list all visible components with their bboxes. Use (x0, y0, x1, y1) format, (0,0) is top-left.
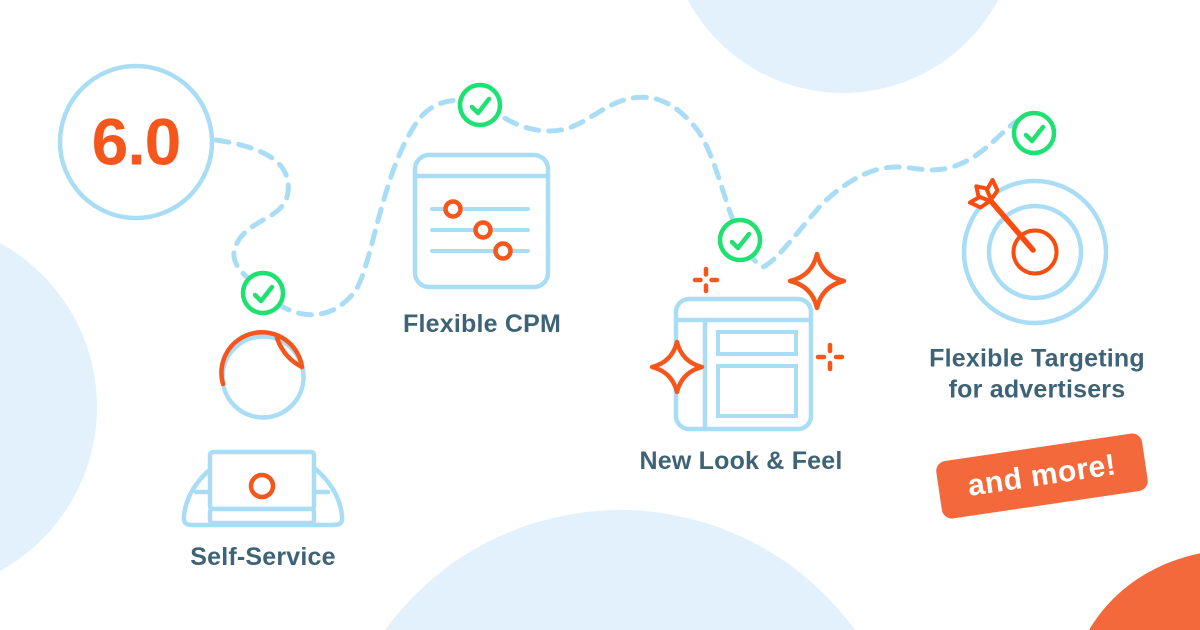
journey-path (213, 94, 1039, 318)
sparkle-icon (787, 251, 847, 311)
person-hair (219, 330, 305, 387)
browser-content-box (716, 330, 798, 356)
arrow-fletching (967, 177, 1000, 210)
background-blob-bottom (385, 510, 855, 630)
slider-knob (493, 241, 513, 261)
person-head (220, 334, 306, 420)
slider-knob (473, 220, 493, 240)
check-circle-icon (717, 217, 763, 263)
person-at-laptop-icon (181, 330, 345, 528)
background-blob-left (0, 243, 97, 571)
check-circle-icon (457, 82, 503, 128)
check-circle-icon (1011, 110, 1057, 156)
browser-sparkles-icon (649, 251, 847, 432)
sparkle-icon (649, 339, 705, 395)
plus-sparkle-icon (815, 342, 845, 372)
feature-label-self-service: Self-Service (190, 542, 336, 571)
feature-label-flexible-targeting: Flexible Targeting for advertisers (929, 344, 1145, 404)
check-circle-icon (240, 270, 286, 316)
feature-label-new-look-feel: New Look & Feel (639, 446, 843, 475)
target-arrow-icon (961, 177, 1109, 326)
and-more-badge-label: and more! (965, 448, 1119, 503)
laptop-logo-dot (248, 472, 276, 500)
background-blob-orange-corner (1089, 553, 1200, 630)
version-circle (57, 63, 215, 221)
plus-sparkle-icon (692, 266, 720, 294)
sliders-panel-icon (412, 152, 551, 290)
arrow-shaft (987, 197, 1036, 253)
version-number: 6.0 (91, 104, 182, 179)
laptop (193, 449, 331, 526)
feature-label-flexible-cpm: Flexible CPM (403, 309, 561, 338)
browser-content-box (716, 364, 798, 418)
slider-knob (443, 199, 463, 219)
background-blob-top (687, 0, 999, 93)
